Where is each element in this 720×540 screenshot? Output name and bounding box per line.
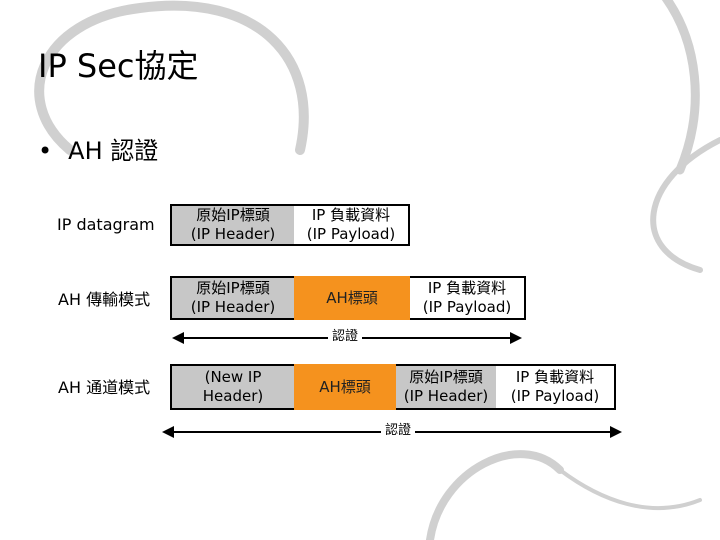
ah-header-box: AH標頭 xyxy=(294,364,396,410)
authentication-label: 認證 xyxy=(381,423,416,439)
bullet-marker: • xyxy=(38,137,53,165)
ip-payload-box: IP 負載資料 (IP Payload) xyxy=(496,364,616,410)
ip-payload-box: IP 負載資料 (IP Payload) xyxy=(294,204,410,246)
new-ip-header-box: (New IP Header) xyxy=(170,364,294,410)
ip-header-box: 原始IP標頭 (IP Header) xyxy=(170,276,294,320)
slide-title: IP Sec協定 xyxy=(38,47,199,85)
authentication-label: 認證 xyxy=(328,329,363,345)
row-label-ah-tunnel-mode: AH 通道模式 xyxy=(58,378,151,397)
row-label-ah-transport-mode: AH 傳輸模式 xyxy=(58,290,151,309)
bullet-item: • AH 認證 xyxy=(38,136,158,166)
row-label-ip-datagram: IP datagram xyxy=(57,215,155,234)
ah-header-box: AH標頭 xyxy=(294,276,410,320)
ip-header-box: 原始IP標頭 (IP Header) xyxy=(396,364,496,410)
ip-payload-box: IP 負載資料 (IP Payload) xyxy=(410,276,526,320)
bullet-text: AH 認證 xyxy=(68,137,159,165)
ip-header-box: 原始IP標頭 (IP Header) xyxy=(170,204,294,246)
